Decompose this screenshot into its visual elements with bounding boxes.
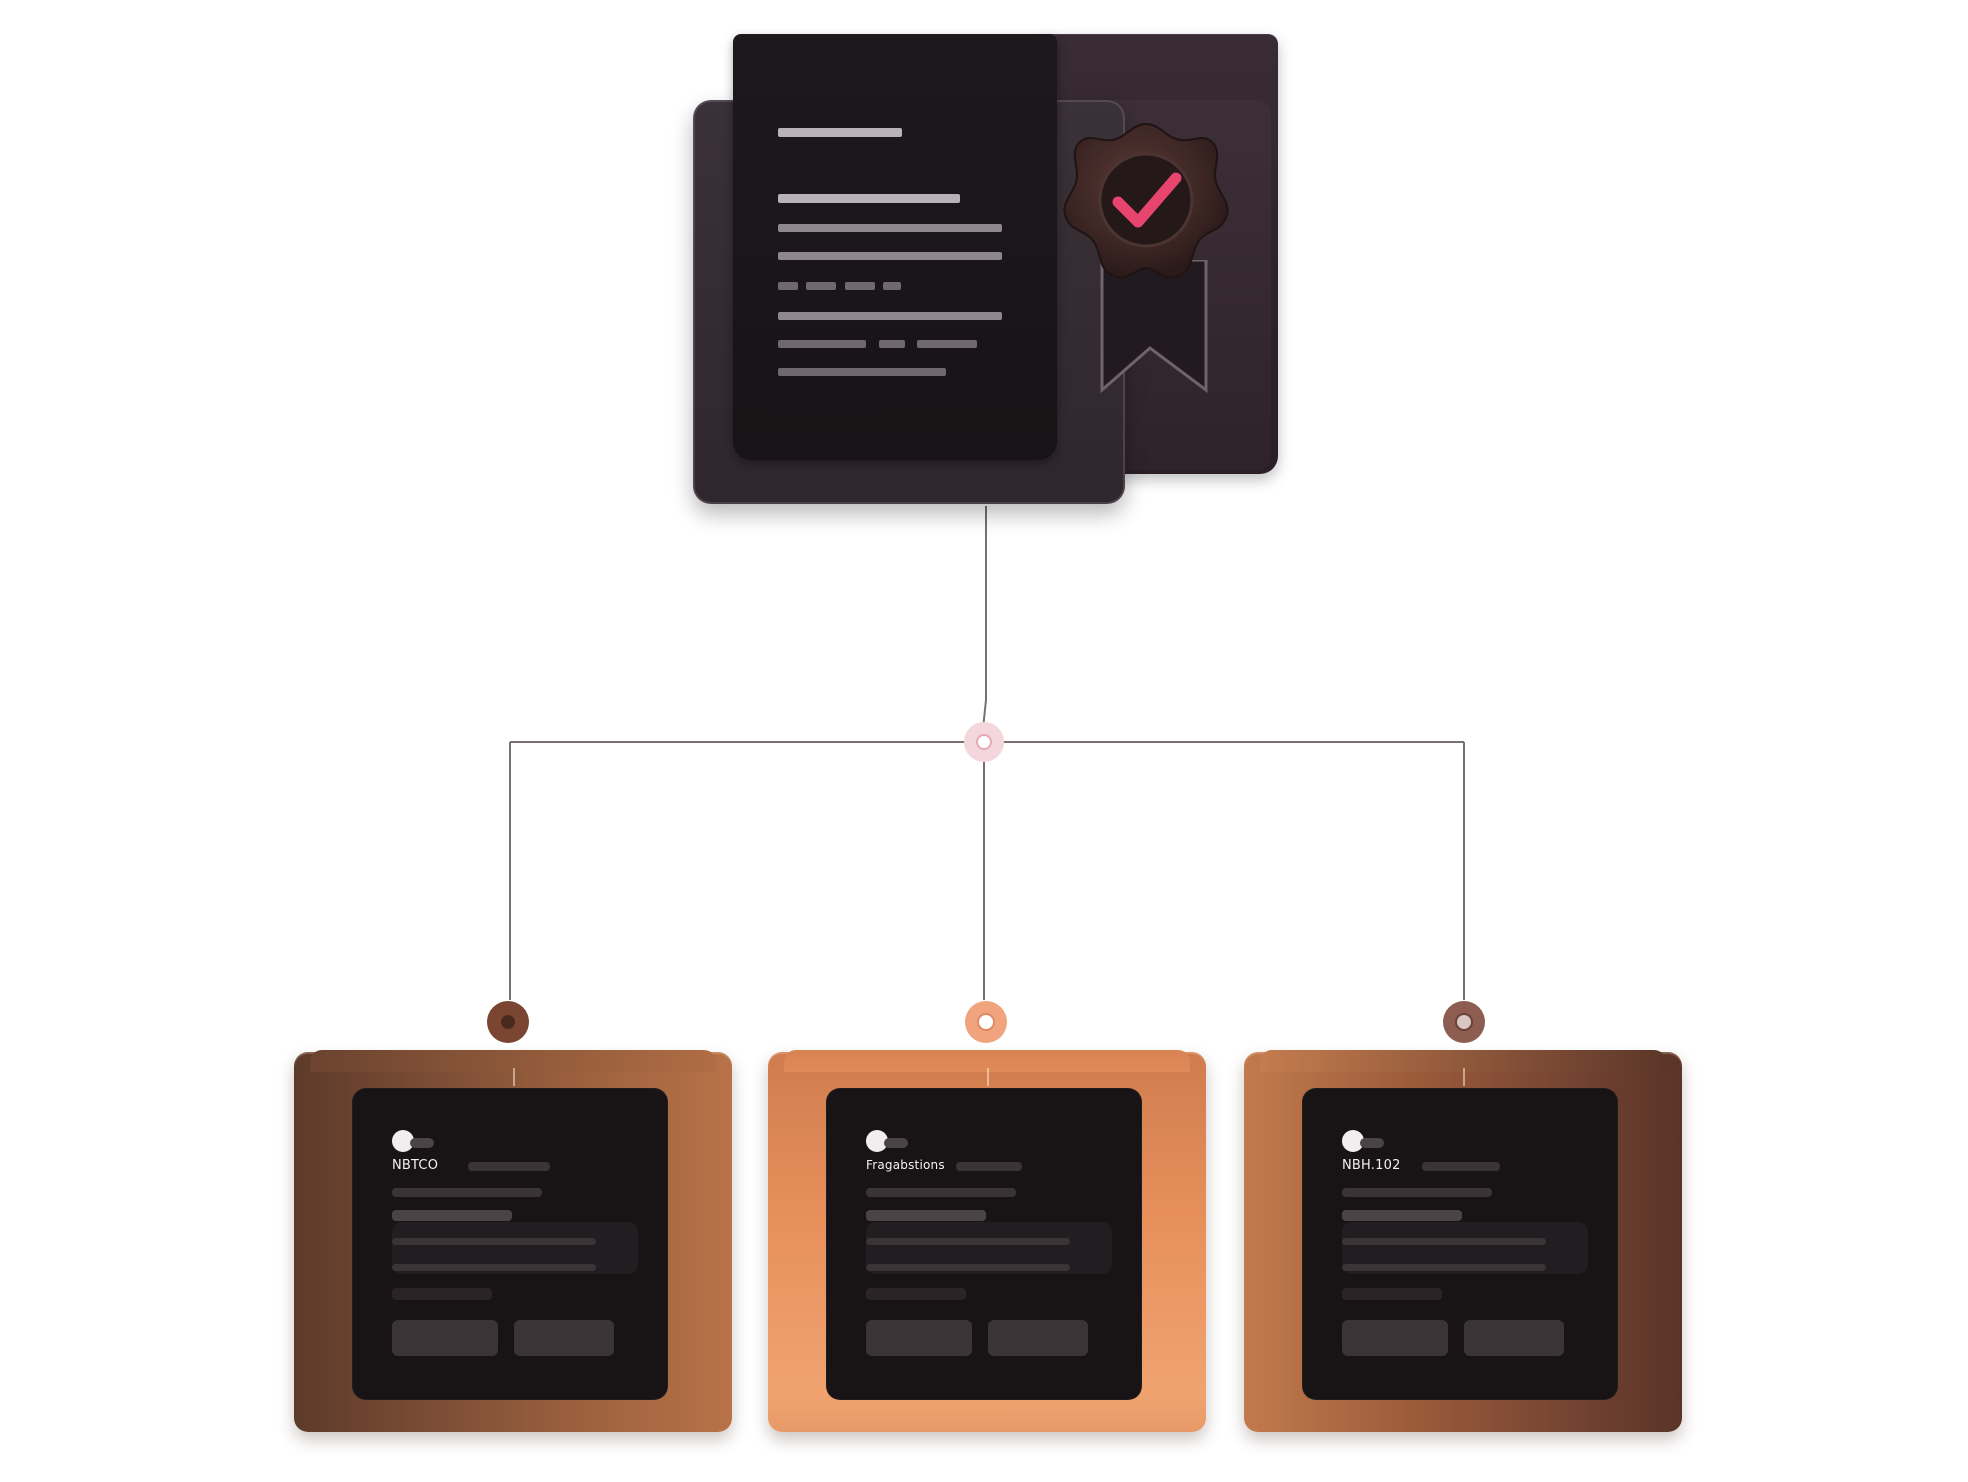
avatar-dot-icon	[866, 1130, 888, 1152]
label-placeholder	[1422, 1162, 1500, 1171]
placeholder-button	[392, 1320, 498, 1356]
placeholder-bar	[392, 1264, 596, 1271]
node-right-center	[1455, 1013, 1473, 1031]
placeholder-bar	[392, 1288, 492, 1300]
placeholder-bar	[866, 1188, 1016, 1197]
placeholder-bar	[392, 1210, 512, 1221]
card-tray-tab	[1260, 1050, 1666, 1072]
card-label: NBTCO	[392, 1158, 439, 1173]
document-line	[778, 224, 1002, 232]
avatar-trail	[884, 1138, 908, 1148]
label-placeholder	[468, 1162, 550, 1171]
document-line	[778, 340, 866, 348]
placeholder-bar	[1342, 1210, 1462, 1221]
label-placeholder	[956, 1162, 1022, 1171]
card-screen: Fragabstions	[826, 1088, 1142, 1400]
card-screen: NBTCO	[352, 1088, 668, 1400]
child-card-3: NBH.102	[1244, 1050, 1682, 1432]
document-line	[879, 340, 905, 348]
card-screen: NBH.102	[1302, 1088, 1618, 1400]
card-tray-tab	[784, 1050, 1190, 1072]
document-dash	[845, 282, 875, 290]
card-tick	[513, 1068, 515, 1086]
card-tray-tab	[310, 1050, 716, 1072]
child-card-1: NBTCO	[294, 1050, 732, 1432]
placeholder-button	[866, 1320, 972, 1356]
document-dash	[883, 282, 901, 290]
card-tick	[1463, 1068, 1465, 1086]
node-left-center	[501, 1015, 515, 1029]
placeholder-bar	[392, 1238, 596, 1245]
placeholder-bar	[866, 1238, 1070, 1245]
document-dash	[806, 282, 836, 290]
checkmark-seal-icon	[1063, 122, 1229, 279]
avatar-dot-icon	[1342, 1130, 1364, 1152]
placeholder-bar	[866, 1264, 1070, 1271]
avatar-trail	[1360, 1138, 1384, 1148]
seal-ribbon-icon	[1100, 260, 1208, 394]
card-label: NBH.102	[1342, 1158, 1401, 1173]
placeholder-bar	[1342, 1238, 1546, 1245]
placeholder-bar	[1342, 1188, 1492, 1197]
card-label: Fragabstions	[866, 1158, 945, 1172]
placeholder-button	[1464, 1320, 1564, 1356]
card-tick	[987, 1068, 989, 1086]
avatar-dot-icon	[392, 1130, 414, 1152]
placeholder-button	[514, 1320, 614, 1356]
node-center-center	[977, 1013, 995, 1031]
placeholder-button	[1342, 1320, 1448, 1356]
document-line	[917, 340, 977, 348]
document-front-page	[733, 34, 1057, 460]
placeholder-bar	[1342, 1264, 1546, 1271]
placeholder-button	[988, 1320, 1088, 1356]
document-line	[778, 194, 960, 203]
certified-document-icon	[0, 0, 1968, 520]
child-card-2: Fragabstions	[768, 1050, 1206, 1432]
placeholder-bar	[392, 1188, 542, 1197]
document-line	[778, 312, 1002, 320]
document-dash	[778, 282, 798, 290]
placeholder-bar	[866, 1288, 966, 1300]
document-line	[778, 368, 946, 376]
placeholder-bar	[866, 1210, 986, 1221]
hub-node-center	[976, 734, 992, 750]
document-title-line	[778, 128, 902, 137]
placeholder-bar	[1342, 1288, 1442, 1300]
avatar-trail	[410, 1138, 434, 1148]
document-line	[778, 252, 1002, 260]
